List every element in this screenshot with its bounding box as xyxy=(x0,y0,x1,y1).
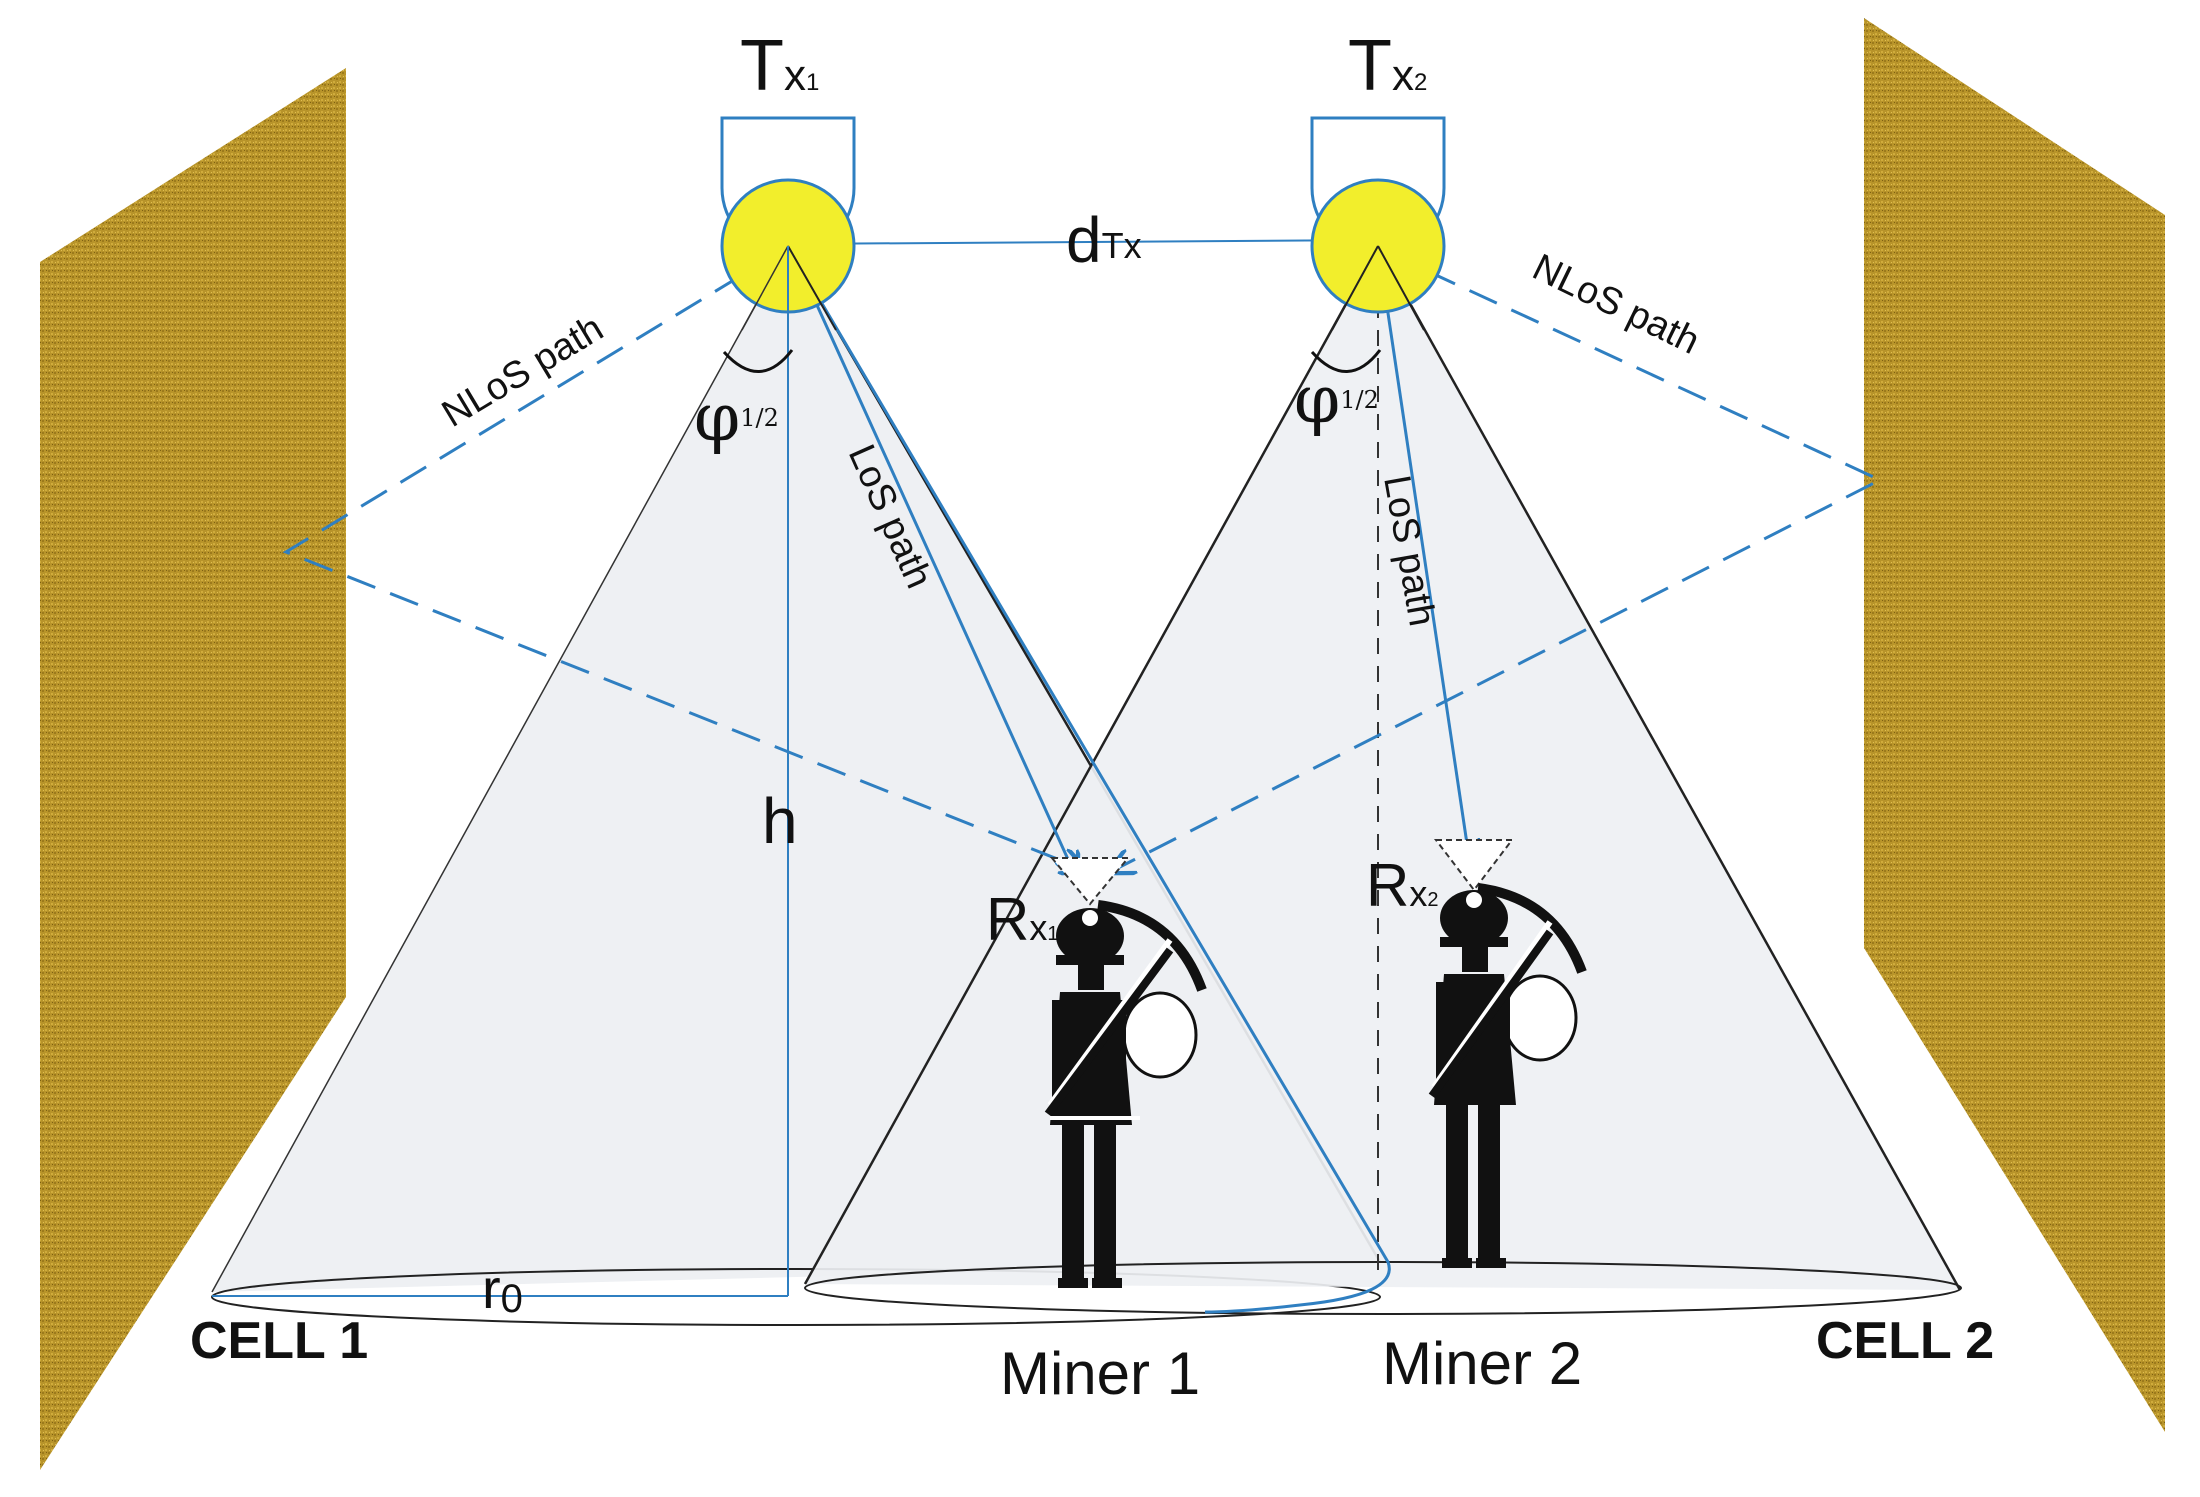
miner-1-label: Miner 1 xyxy=(1000,1340,1200,1407)
tx2-label: Tx2 xyxy=(1348,26,1427,106)
nlos-label-1: NLoS path xyxy=(435,307,611,435)
half-angle-arc-1 xyxy=(722,349,794,373)
tx1-label: Tx1 xyxy=(740,26,819,106)
rx1-fov xyxy=(1049,857,1131,906)
nlos-path-cell-1 xyxy=(282,250,1085,870)
distance-line xyxy=(787,239,1379,245)
nlos-path-cell-2 xyxy=(1110,250,1884,872)
transmitter-2 xyxy=(1310,116,1446,314)
cell-1-label: CELL 1 xyxy=(190,1312,368,1370)
cell-2-label: CELL 2 xyxy=(1816,1312,1994,1370)
miner-2-icon xyxy=(1428,883,1587,1268)
rx1-label: Rx1 xyxy=(986,886,1058,953)
miner-1-icon xyxy=(1044,900,1207,1288)
right-wall xyxy=(1864,18,2165,1432)
radius-label: r0 xyxy=(482,1257,523,1321)
los-path-cell-1 xyxy=(786,245,1391,1314)
los-arrow-rx2 xyxy=(1376,245,1470,864)
los-arrow-rx1 xyxy=(790,249,1076,877)
half-angle-arc-2 xyxy=(1310,349,1382,373)
half-angle-label-2: φ1/2 xyxy=(1294,361,1379,438)
nlos-label-2: NLoS path xyxy=(1526,246,1706,362)
transmitter-1 xyxy=(720,116,856,314)
rx2-label: Rx2 xyxy=(1366,852,1438,919)
rx2-fov xyxy=(1433,839,1515,892)
miner-2-label: Miner 2 xyxy=(1382,1330,1582,1397)
half-angle-label-1: φ1/2 xyxy=(694,379,779,456)
height-label: h xyxy=(762,785,798,857)
distance-label: dTx xyxy=(1066,204,1142,276)
left-wall xyxy=(40,68,346,1470)
